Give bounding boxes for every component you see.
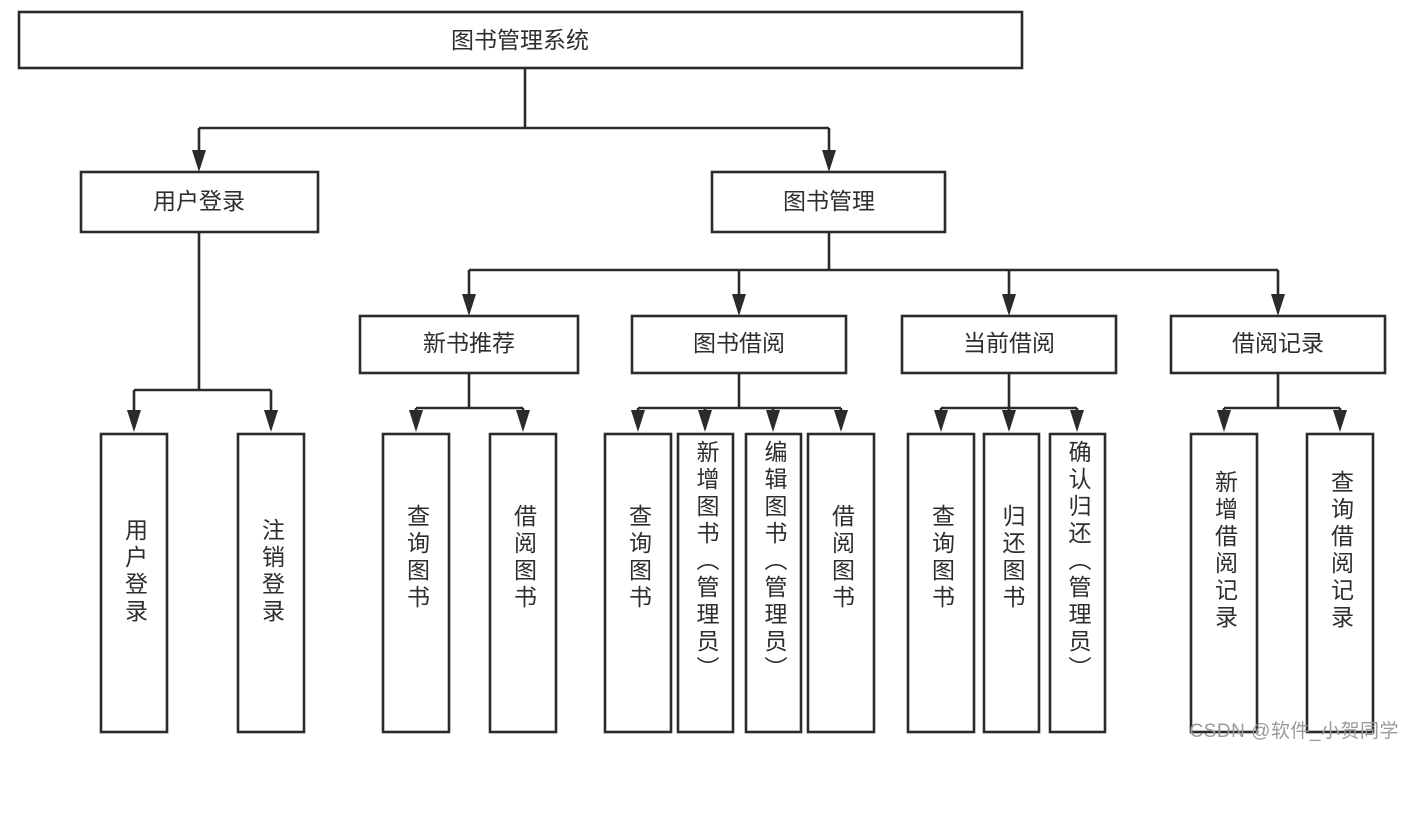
arrow-to-leaf-logout <box>264 410 278 432</box>
node-current-borrow[interactable] <box>900 314 1118 375</box>
node-book-borrow[interactable] <box>630 314 848 375</box>
leafbox-add-record[interactable] <box>1189 432 1259 734</box>
arrow-to-leaf-add-record <box>1217 410 1231 432</box>
leafbox-edit-book[interactable] <box>744 432 803 734</box>
arrow-to-borrow-record <box>1271 294 1285 316</box>
arrow-to-leaf-return-book <box>1002 410 1016 432</box>
node-book-management[interactable] <box>710 170 947 234</box>
arrow-to-current-borrow <box>1002 294 1016 316</box>
box-group <box>17 10 1387 734</box>
arrow-to-leaf-query-record <box>1333 410 1347 432</box>
arrow-to-leaf-query-book-3 <box>934 410 948 432</box>
leafbox-return-book[interactable] <box>982 432 1041 734</box>
arrow-to-new-book-recommend <box>462 294 476 316</box>
node-new-book-recommend[interactable] <box>358 314 580 375</box>
label-book-management: 图书管理 <box>783 188 875 214</box>
leafbox-query-book-2[interactable] <box>603 432 673 734</box>
leafbox-query-book-1[interactable] <box>381 432 451 734</box>
connector-group <box>127 68 1347 432</box>
arrow-to-leaf-query-book-2 <box>631 410 645 432</box>
csdn-watermark: CSDN @软件_小贺同学 <box>1189 721 1399 742</box>
leafbox-borrow-book-1[interactable] <box>488 432 558 734</box>
label-book-borrow: 图书借阅 <box>693 330 785 356</box>
arrow-to-leaf-query-book-1 <box>409 410 423 432</box>
arrow-to-leaf-add-book <box>698 410 712 432</box>
arrow-to-leaf-borrow-book-1 <box>516 410 530 432</box>
leafbox-user-login[interactable] <box>99 432 169 734</box>
label-user-login: 用户登录 <box>153 188 245 214</box>
leafbox-logout[interactable] <box>236 432 306 734</box>
arrow-to-leaf-borrow-book-2 <box>834 410 848 432</box>
label-new-book-recommend: 新书推荐 <box>423 330 515 356</box>
node-user-login[interactable] <box>79 170 320 234</box>
node-root[interactable] <box>17 10 1024 70</box>
diagram-canvas: 图书管理系统 用户登录 图书管理 新书推荐 图书借阅 当前借阅 借阅记录 <box>17 10 1387 734</box>
label-root: 图书管理系统 <box>451 27 589 53</box>
arrow-root-to-user-login <box>192 150 206 172</box>
arrow-to-book-borrow <box>732 294 746 316</box>
node-borrow-record[interactable] <box>1169 314 1387 375</box>
leafbox-query-record[interactable] <box>1305 432 1375 734</box>
arrow-to-leaf-confirm-return <box>1070 410 1084 432</box>
label-borrow-record: 借阅记录 <box>1232 330 1324 356</box>
arrow-root-to-book-mgmt <box>822 150 836 172</box>
leafbox-query-book-3[interactable] <box>906 432 976 734</box>
label-group: 图书管理系统 用户登录 图书管理 新书推荐 图书借阅 当前借阅 借阅记录 <box>153 27 1324 356</box>
arrow-to-leaf-edit-book <box>766 410 780 432</box>
leafbox-confirm-return[interactable] <box>1048 432 1107 734</box>
hierarchy-diagram: 图书管理系统 用户登录 图书管理 新书推荐 图书借阅 当前借阅 借阅记录 用户登… <box>17 10 1399 742</box>
arrow-to-leaf-user-login <box>127 410 141 432</box>
label-current-borrow: 当前借阅 <box>963 330 1055 356</box>
leafbox-add-book[interactable] <box>676 432 735 734</box>
leafbox-borrow-book-2[interactable] <box>806 432 876 734</box>
